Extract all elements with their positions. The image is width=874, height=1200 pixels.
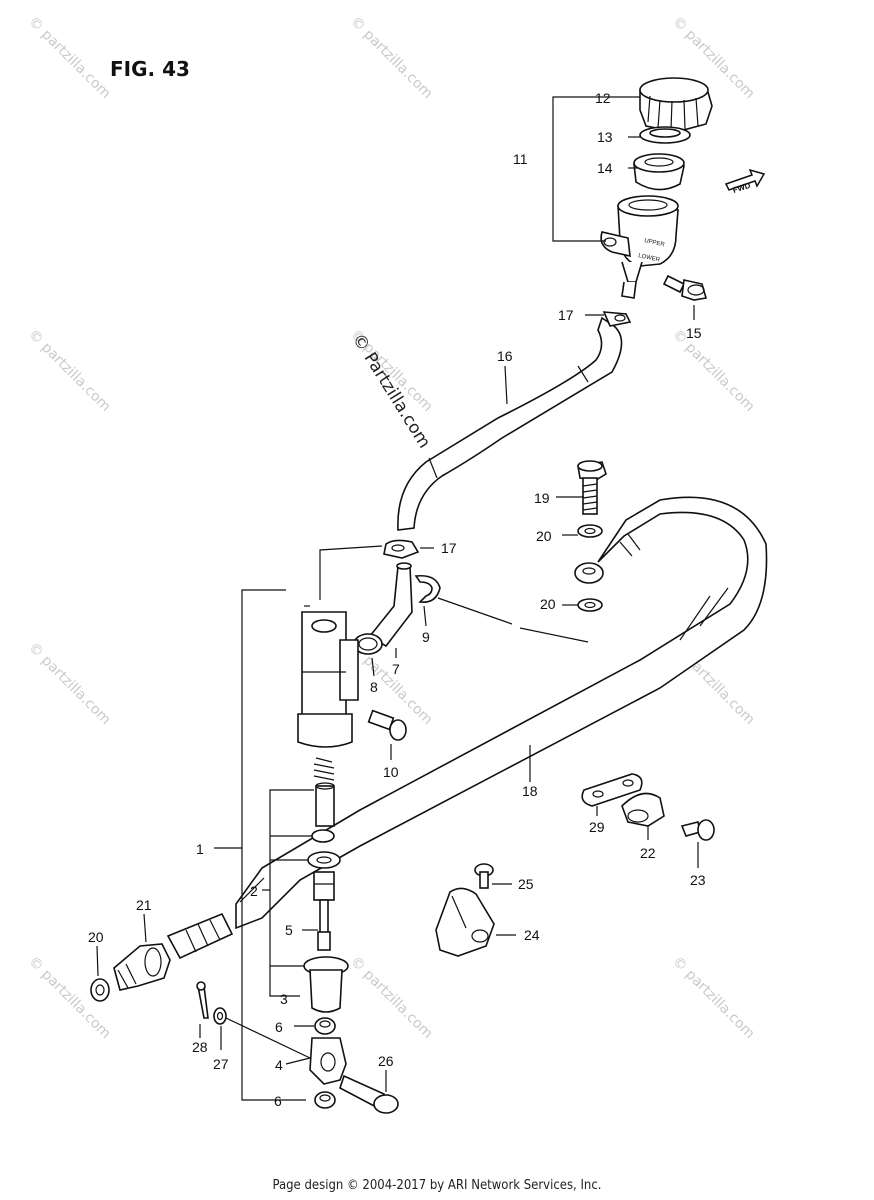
callout-22: 22 xyxy=(640,845,656,861)
cotter-pin-icon xyxy=(196,981,209,1019)
callout-10: 10 xyxy=(383,764,399,780)
washer-icon xyxy=(577,598,603,612)
banjo-fitting-icon xyxy=(574,562,604,584)
leader-8 xyxy=(371,657,375,677)
callout-13: 13 xyxy=(597,129,613,145)
washer-icon xyxy=(213,1007,227,1025)
leader-1 xyxy=(241,589,306,1101)
callout-17b: 17 xyxy=(441,540,457,556)
hose-guide-icon xyxy=(621,792,665,827)
fwd-arrow-icon: FWD xyxy=(724,168,766,195)
callout-12: 12 xyxy=(595,90,611,106)
clevis-pin-icon xyxy=(339,1074,399,1114)
callout-6b: 6 xyxy=(274,1093,282,1109)
callout-14: 14 xyxy=(597,160,613,176)
callout-4: 4 xyxy=(275,1057,283,1073)
bolt-icon xyxy=(680,819,715,841)
push-rod-icon xyxy=(317,899,331,951)
watermark: © partzilla.com xyxy=(669,327,757,415)
hose-clamp-bracket-icon xyxy=(435,887,495,957)
watermark: © partzilla.com xyxy=(347,14,435,102)
leader-2 xyxy=(269,789,314,997)
figure-title: FIG. 43 xyxy=(110,57,190,81)
leader-20c xyxy=(96,945,99,977)
reservoir-assembly: UPPER LOWER xyxy=(552,77,713,320)
union-fitting-icon xyxy=(113,943,171,991)
callout-28: 28 xyxy=(192,1039,208,1055)
nut-icon xyxy=(314,1091,336,1109)
bolt-icon xyxy=(367,709,407,741)
banjo-bolt-icon xyxy=(577,460,607,515)
clevis-icon xyxy=(309,1037,347,1085)
callout-27: 27 xyxy=(213,1056,229,1072)
callout-16: 16 xyxy=(497,348,513,364)
hose-guide-plate-icon xyxy=(581,773,643,807)
leader-16 xyxy=(504,365,508,405)
o-ring-icon xyxy=(353,633,383,655)
leader-21 xyxy=(143,913,147,943)
callout-labels: 1 2 3 4 5 6 6 7 8 9 10 11 12 13 14 15 16… xyxy=(88,90,706,1109)
dust-boot-icon xyxy=(303,956,349,1013)
callout-17: 17 xyxy=(558,307,574,323)
callout-21: 21 xyxy=(136,897,152,913)
hose-clamp-icon xyxy=(602,311,632,327)
piston-icon xyxy=(315,782,335,827)
circlip-icon xyxy=(414,574,441,604)
callout-5: 5 xyxy=(285,922,293,938)
page-footer: Page design © 2004-2017 by ARI Network S… xyxy=(272,1178,602,1193)
leader-line xyxy=(319,545,383,600)
leader-line xyxy=(225,1017,311,1059)
hose-clamp-icon xyxy=(383,539,420,559)
brake-hose xyxy=(235,496,768,930)
callout-20c: 20 xyxy=(88,929,104,945)
watermark: © partzilla.com xyxy=(347,954,435,1042)
watermark: © partzilla.com xyxy=(25,640,113,728)
watermark: © partzilla.com xyxy=(669,954,757,1042)
spring-icon xyxy=(313,757,335,781)
callout-15: 15 xyxy=(686,325,702,341)
leader-9 xyxy=(423,605,427,627)
callout-25: 25 xyxy=(518,876,534,892)
callout-20b: 20 xyxy=(540,596,556,612)
washer-icon xyxy=(307,851,341,869)
callout-3: 3 xyxy=(280,991,288,1007)
callout-20: 20 xyxy=(536,528,552,544)
bolt-icon xyxy=(662,274,708,301)
leader-4 xyxy=(285,1057,311,1065)
callout-26: 26 xyxy=(378,1053,394,1069)
callout-18: 18 xyxy=(522,783,538,799)
callout-11: 11 xyxy=(513,151,528,167)
diaphragm-plate-icon xyxy=(639,126,691,144)
callout-29: 29 xyxy=(589,819,605,835)
callout-23: 23 xyxy=(690,872,706,888)
callout-9: 9 xyxy=(422,629,430,645)
watermark: © partzilla.com xyxy=(25,327,113,415)
leader-11 xyxy=(552,96,606,242)
hose-fitting-icon xyxy=(166,912,234,960)
callout-6: 6 xyxy=(275,1019,283,1035)
washer-icon xyxy=(90,978,110,1002)
callout-1: 1 xyxy=(196,841,204,857)
diaphragm-icon xyxy=(633,153,685,191)
reservoir-hose xyxy=(397,316,623,531)
upper-mark: UPPER xyxy=(644,238,666,248)
fitting-elbow-icon xyxy=(368,562,413,648)
callout-24: 24 xyxy=(524,927,540,943)
washer-icon xyxy=(577,524,603,538)
bolt-icon xyxy=(474,863,494,889)
cup-seal-icon xyxy=(311,829,335,843)
callout-19: 19 xyxy=(534,490,550,506)
callout-7: 7 xyxy=(392,661,400,677)
leader-line xyxy=(437,597,589,643)
master-cylinder-icon xyxy=(297,605,359,748)
watermark: © partzilla.com xyxy=(25,14,113,102)
lower-mark: LOWER xyxy=(638,253,661,264)
reservoir-cap-icon xyxy=(639,77,713,133)
reservoir-body-icon: UPPER LOWER xyxy=(600,195,679,299)
callout-8: 8 xyxy=(370,679,378,695)
callout-2: 2 xyxy=(250,883,258,899)
piston-icon xyxy=(313,871,335,901)
nut-icon xyxy=(314,1017,336,1035)
